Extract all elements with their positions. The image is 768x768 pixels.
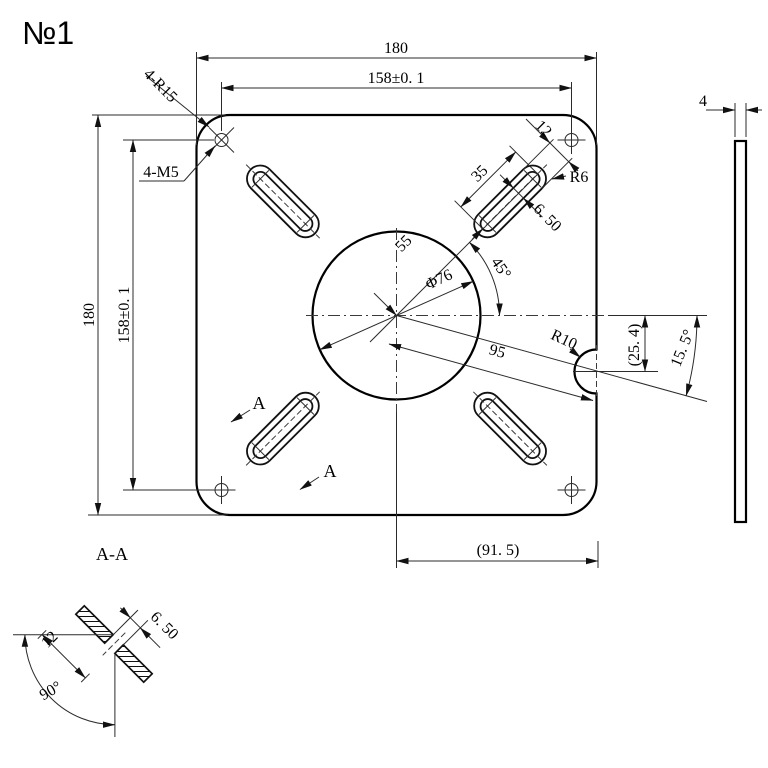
- corner-hole-bottom-right: [557, 476, 586, 504]
- svg-text:180: 180: [81, 303, 98, 327]
- svg-text:4-R15: 4-R15: [140, 66, 180, 106]
- dim-section-depth: 12: [37, 628, 90, 683]
- section-title: A-A: [96, 544, 128, 564]
- svg-text:6. 50: 6. 50: [147, 608, 182, 643]
- dim-center-to-slot: 55: [369, 174, 538, 343]
- svg-text:158±0. 1: 158±0. 1: [368, 70, 425, 87]
- svg-text:55: 55: [392, 232, 415, 255]
- svg-text:158±0. 1: 158±0. 1: [116, 287, 133, 344]
- sheet-number: №1: [22, 15, 74, 51]
- slot-bottom-right: [472, 391, 548, 466]
- section-mark-a1: A: [230, 393, 266, 423]
- slot-bottom-left: [245, 391, 321, 466]
- dim-overall-height: 180: [81, 114, 228, 516]
- svg-text:95: 95: [487, 341, 507, 362]
- svg-text:35: 35: [468, 162, 491, 185]
- svg-text:R10: R10: [548, 327, 579, 354]
- svg-text:A: A: [253, 393, 266, 413]
- svg-text:12: 12: [38, 628, 61, 651]
- side-view: 4: [699, 93, 762, 524]
- section-bar: [74, 604, 154, 684]
- svg-text:45°: 45°: [487, 254, 514, 282]
- svg-text:4-M5: 4-M5: [143, 164, 179, 181]
- svg-text:12: 12: [532, 117, 555, 140]
- callout-notch-radius: R10: [548, 327, 581, 358]
- side-view-plate: [733, 139, 748, 524]
- dim-notch-offset-vertical: (25. 4): [573, 315, 658, 372]
- svg-text:(91. 5): (91. 5): [477, 542, 520, 559]
- svg-text:A: A: [324, 461, 337, 481]
- svg-text:(25. 4): (25. 4): [626, 324, 643, 367]
- dim-center-to-notch: 95: [388, 315, 708, 402]
- svg-text:Φ76: Φ76: [423, 266, 455, 293]
- dim-thickness: 4: [699, 93, 762, 137]
- dim-section-slot-width: 6. 50: [112, 606, 182, 649]
- callout-corner-radius: 4-R15: [140, 66, 210, 128]
- dim-notch-offset-horizontal: (91. 5): [396, 541, 599, 568]
- dim-slot-width: 6. 50: [499, 174, 565, 235]
- svg-text:4: 4: [699, 93, 707, 110]
- dim-hole-spacing-horizontal: 158±0. 1: [221, 70, 572, 131]
- svg-text:R6: R6: [570, 169, 589, 186]
- dim-slot-angle: 45°: [468, 241, 514, 316]
- plate-outline: [195, 113, 598, 517]
- dim-overall-width: 180: [196, 40, 597, 145]
- svg-text:6. 50: 6. 50: [530, 200, 565, 235]
- main-view: 180 158±0. 1 180 158±0. 1 4-R15: [81, 40, 708, 568]
- slot-top-left: [245, 164, 321, 239]
- dim-notch-angle: 15. 5°: [668, 315, 701, 397]
- callout-slot-end-radius: R6: [551, 169, 589, 186]
- section-view: A-A 90° 12 6. 50: [13, 544, 182, 737]
- section-mark-a2: A: [299, 461, 337, 490]
- dim-hole-spacing-vertical: 158±0. 1: [116, 139, 214, 491]
- dim-section-angle: 90°: [21, 634, 116, 728]
- svg-text:180: 180: [384, 40, 408, 57]
- callout-corner-holes: 4-M5: [139, 145, 216, 182]
- svg-text:90°: 90°: [37, 678, 65, 704]
